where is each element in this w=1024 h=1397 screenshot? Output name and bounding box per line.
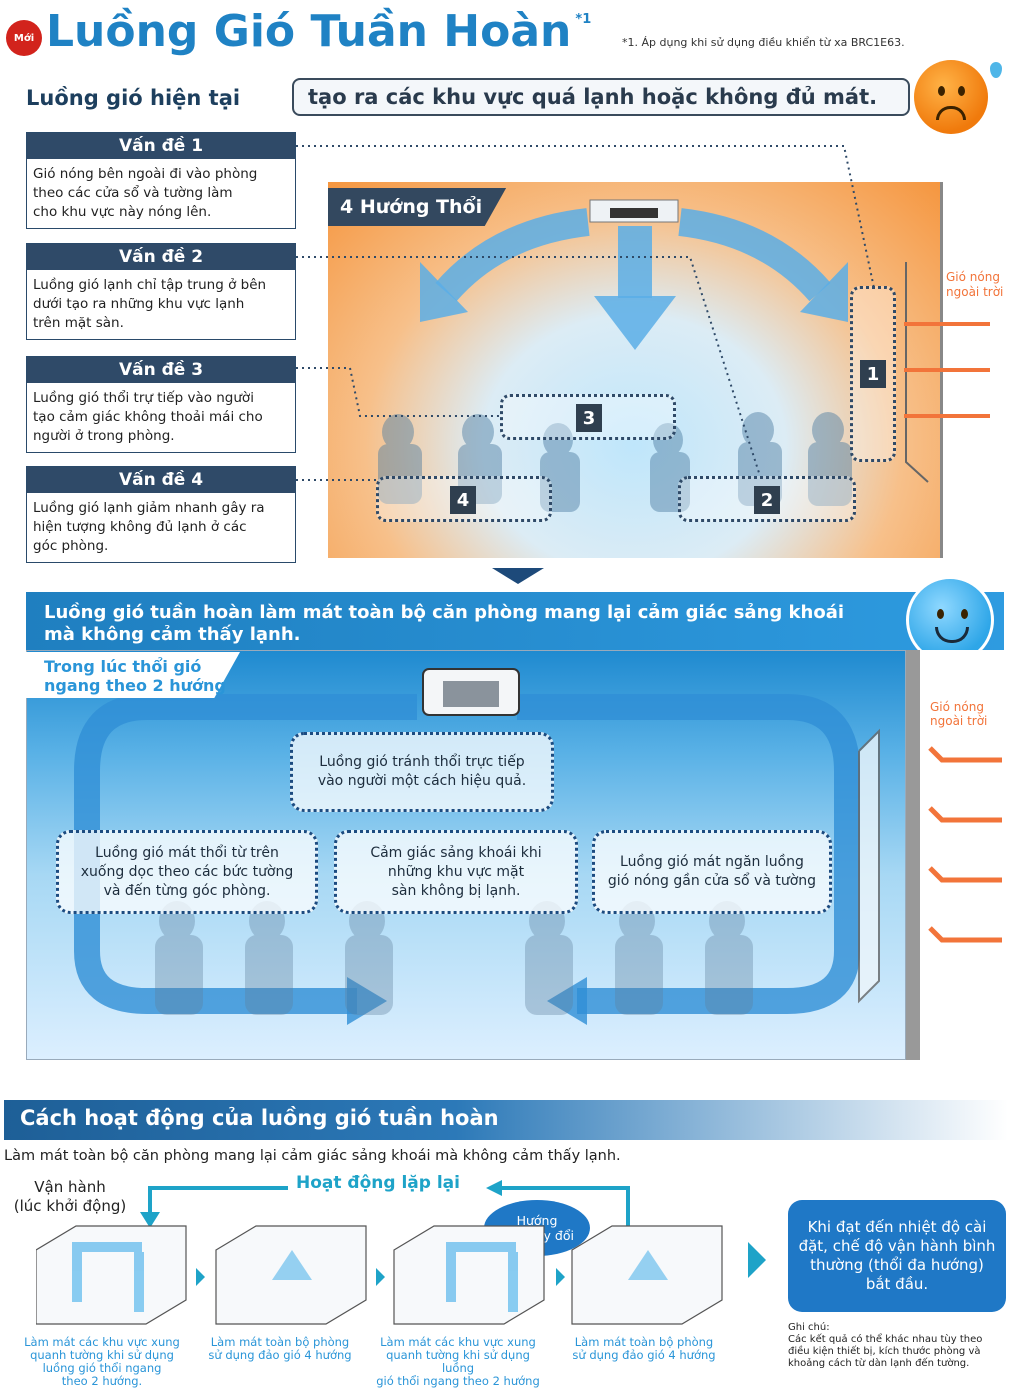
zone-2 [678, 476, 856, 522]
current-airflow-label: Luồng gió hiện tại [26, 86, 241, 110]
zone-badge-4: 4 [450, 486, 476, 514]
mode-tag [26, 652, 240, 698]
step-arrow-icon [556, 1268, 565, 1286]
section-bar [4, 1100, 1008, 1140]
hot-air-arrow [904, 322, 990, 326]
sad-face-icon [914, 60, 988, 134]
step-arrow-icon [196, 1268, 205, 1286]
circulation-arrows [74, 668, 880, 1025]
airflow-arrows [378, 199, 929, 512]
zone-badge-2: 2 [754, 486, 780, 514]
four-way-tag: 4 Hướng Thổi [328, 188, 507, 226]
start-label: Vận hành(lúc khởi động) [13, 1178, 127, 1215]
note-title: Ghi chú: [788, 1322, 830, 1333]
repeat-arrow [140, 1180, 630, 1228]
title-footnote-mark: *1 [575, 12, 592, 27]
step-rooms [36, 1225, 723, 1325]
problem-1: Vấn đề 1 Gió nóng bên ngoài đi vào phòng… [26, 132, 296, 229]
hot-air-arrow [904, 368, 990, 372]
problem-3: Vấn đề 3 Luồng gió thổi trự tiếp vào ngư… [26, 356, 296, 453]
down-arrow-icon [492, 568, 544, 584]
problem-title: Vấn đề 3 [27, 357, 295, 383]
problem-4: Vấn đề 4 Luồng gió lạnh giảm nhanh gây r… [26, 466, 296, 563]
final-arrow-icon [748, 1242, 766, 1278]
footnote: *1. Áp dụng khi sử dụng điều khiển từ xa… [622, 36, 905, 49]
new-badge: Mới [6, 20, 42, 56]
problem-title: Vấn đề 1 [27, 133, 295, 159]
page-title: Luồng Gió Tuần Hoàn*1 [46, 6, 592, 57]
zone-badge-3: 3 [576, 404, 602, 432]
section-subtitle: Làm mát toàn bộ căn phòng mang lại cảm g… [4, 1148, 621, 1164]
solution-banner [26, 592, 1004, 650]
sweat-drop-icon [990, 62, 1002, 78]
happy-face-icon [906, 576, 994, 664]
current-airflow-room: 1 2 3 4 [328, 182, 940, 558]
solution-banner-text: Luồng gió tuần hoàn làm mát toàn bộ căn … [44, 602, 845, 645]
hot-air-arrows [928, 746, 1002, 943]
problem-title: Vấn đề 4 [27, 467, 295, 493]
outside-wall [906, 650, 1004, 1060]
zone-badge-1: 1 [860, 360, 886, 388]
hot-air-arrow [904, 414, 990, 418]
section-title: Cách hoạt động của luồng gió tuần hoàn [20, 1106, 499, 1130]
connector-lines [296, 145, 875, 481]
problem-title: Vấn đề 2 [27, 244, 295, 270]
current-airflow-statement: tạo ra các khu vực quá lạnh hoặc không đ… [292, 78, 910, 116]
problem-2: Vấn đề 2 Luồng gió lạnh chỉ tập trung ở … [26, 243, 296, 340]
repeat-label: Hoạt động lặp lại [296, 1173, 460, 1193]
step-arrow-icon [376, 1268, 385, 1286]
